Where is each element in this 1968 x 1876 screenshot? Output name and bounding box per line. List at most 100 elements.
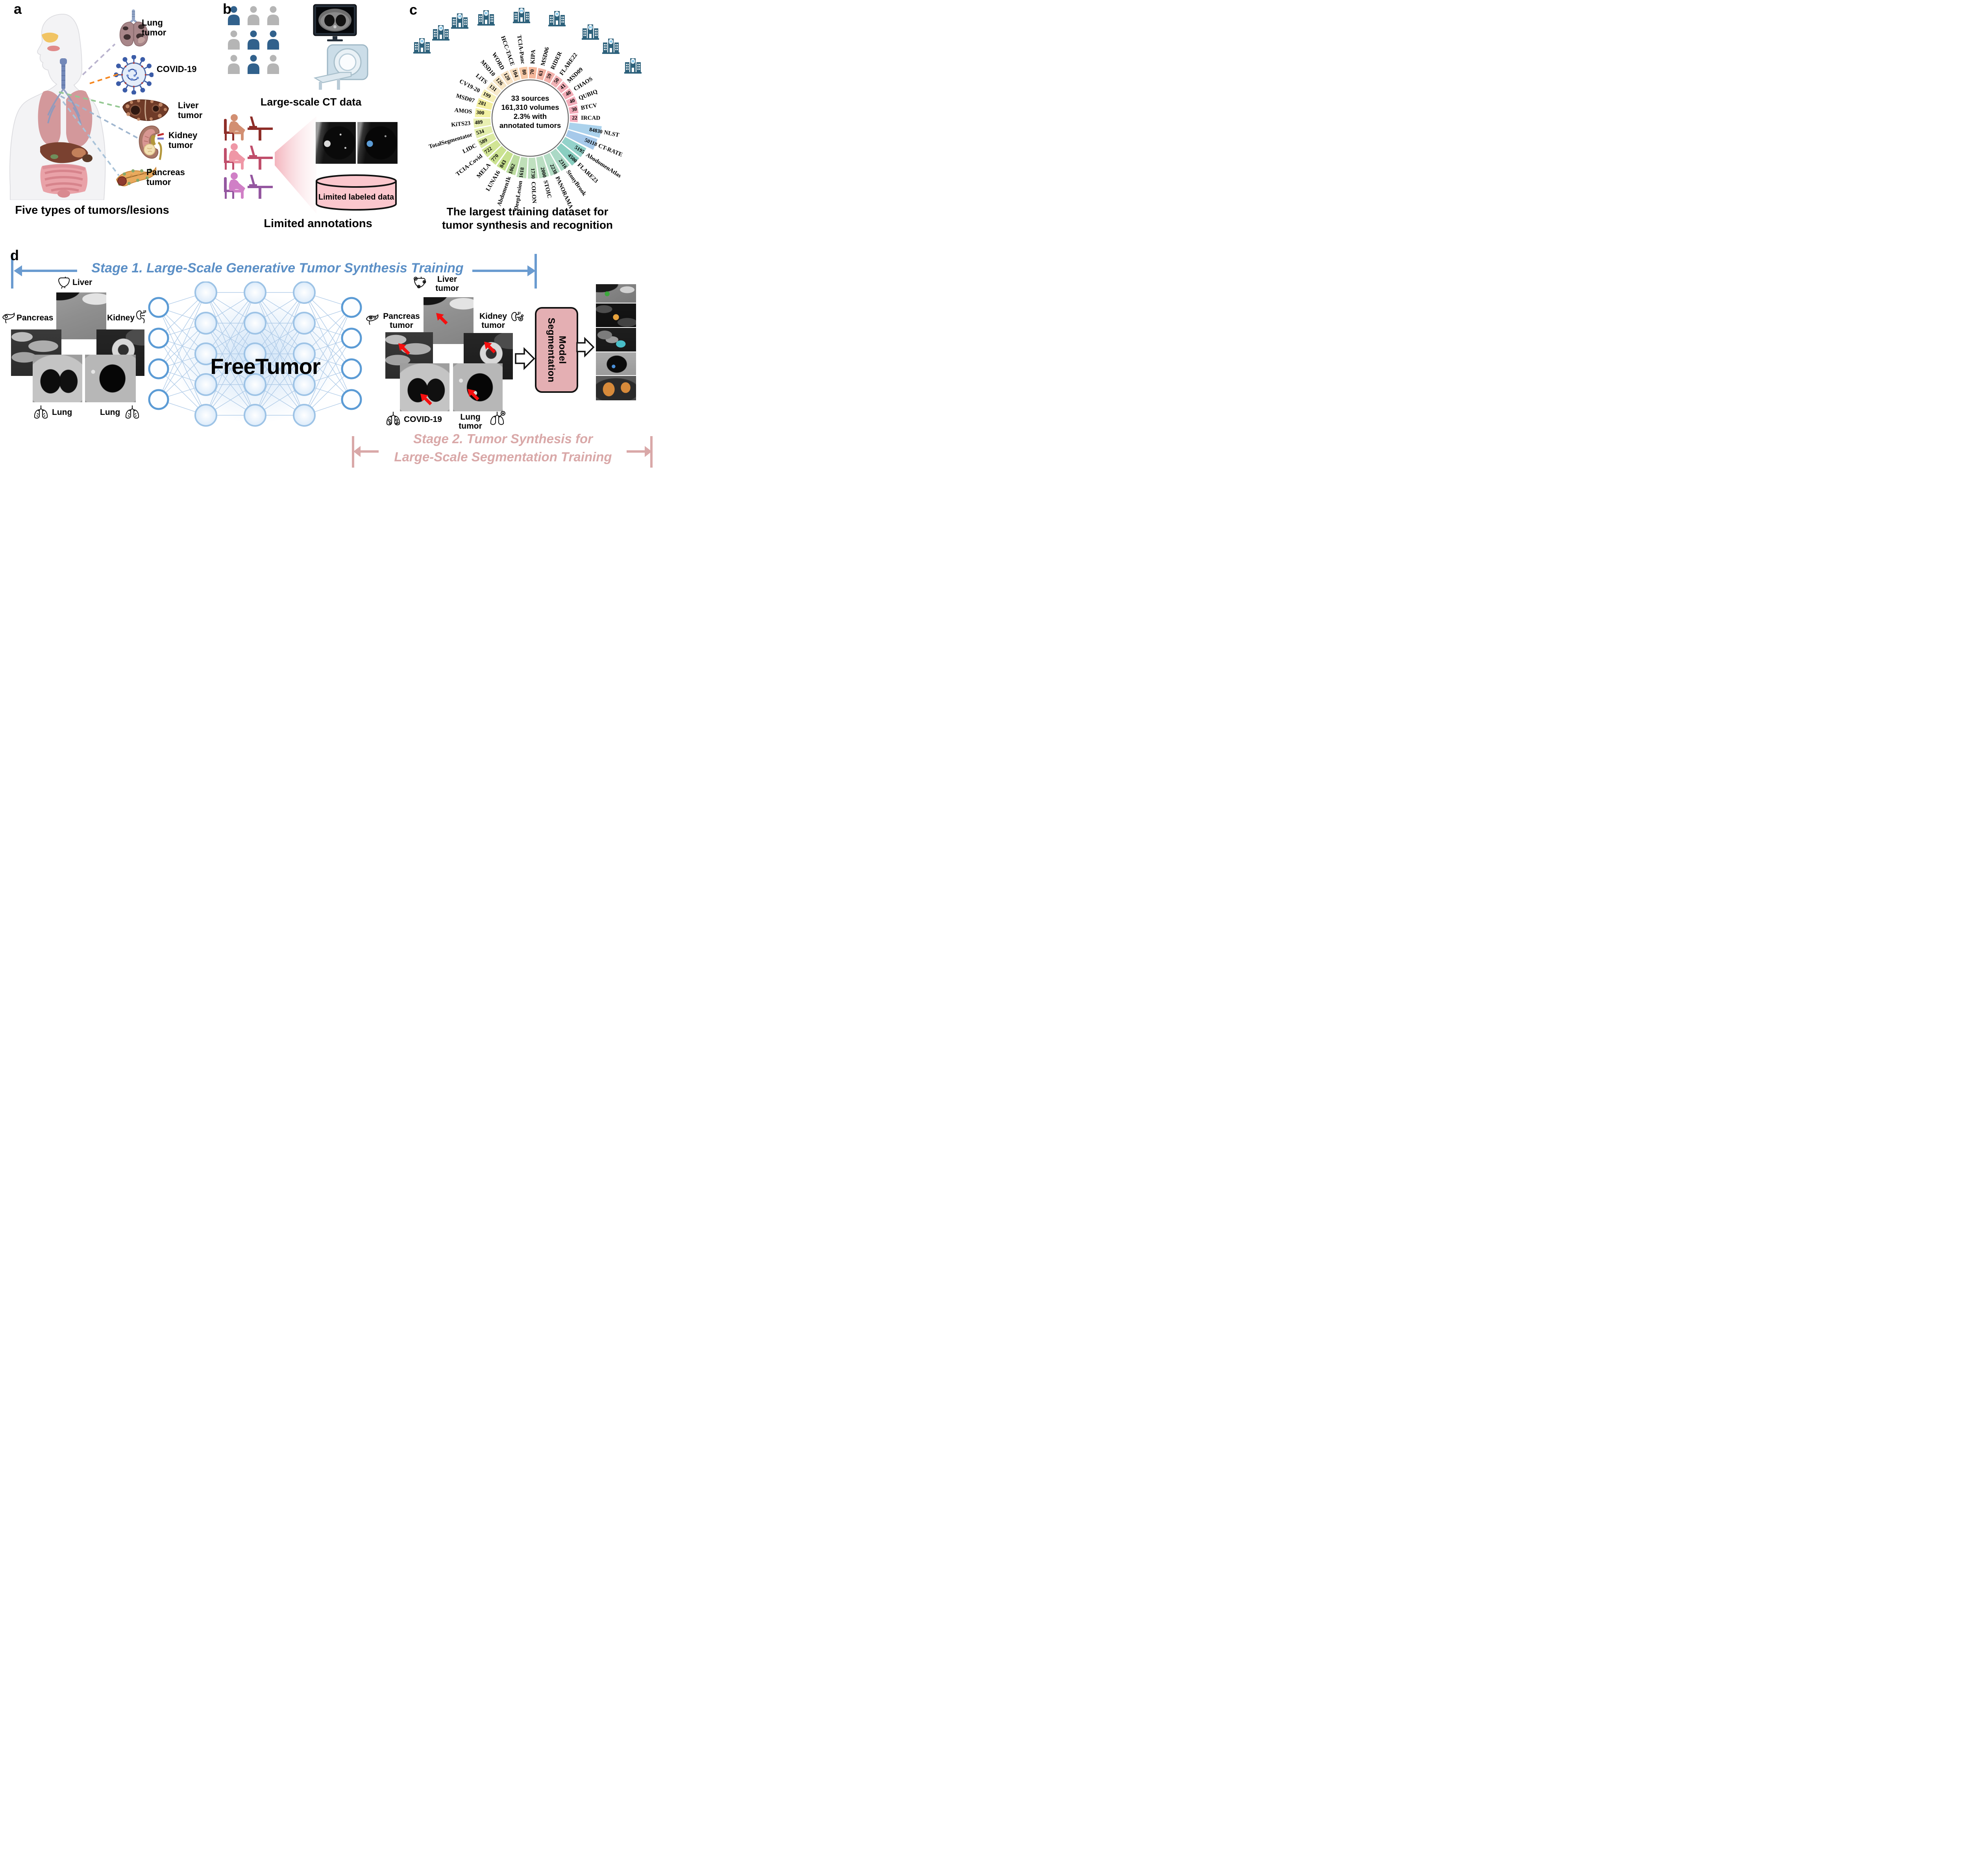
network-node (194, 281, 217, 304)
output-label: Kidney tumor (479, 312, 507, 330)
dataset-count: 1730 (530, 168, 536, 179)
ct-lung-patch-2 (85, 355, 136, 402)
seg-output-covid (596, 376, 636, 400)
liver-tumor-icon (412, 276, 427, 292)
kidney-tumor-figure (139, 125, 164, 160)
svg-text:H: H (420, 39, 423, 44)
dataset-count: 70 (529, 69, 535, 75)
dataset-wedge (480, 89, 497, 103)
dataset-wedge (496, 150, 513, 171)
ct-lung-patch-1 (33, 355, 82, 402)
dataset-label: COLON (530, 181, 537, 204)
dataset-wedge (543, 153, 560, 176)
dataset-wedge (544, 70, 555, 84)
hospital-building-icon: H (432, 24, 449, 43)
network-node (244, 342, 266, 365)
kidney-icon (135, 309, 148, 326)
dataset-label: MSD10 (479, 59, 496, 78)
dataset-wedge (474, 126, 493, 139)
panel-a-item-label: Kidney tumor (168, 130, 198, 150)
network-node (194, 404, 217, 427)
stage2-title-line2: Large-Scale Segmentation Training (394, 450, 612, 464)
annotator-at-desk-icon (222, 113, 277, 143)
network-node (244, 281, 266, 304)
network-node (194, 312, 217, 335)
person-icon (266, 54, 280, 76)
dataset-wedge (509, 67, 521, 82)
dataset-count: 104 (511, 68, 520, 78)
network-node (293, 373, 316, 396)
panel-b-title: Large-scale CT data (260, 96, 362, 108)
dataset-wedge (477, 133, 497, 148)
panel-c-tag: c (409, 2, 418, 18)
dataset-wedge (506, 154, 520, 176)
network-node (244, 404, 266, 427)
seg-model-line2: Model (557, 336, 568, 364)
dataset-label: MSD07 (455, 93, 475, 104)
hospital-building-icon: H (413, 37, 431, 56)
dataset-label: WORD (490, 52, 505, 71)
svg-text:H: H (589, 26, 592, 30)
dataset-label: LiTS (474, 73, 488, 86)
stage1-title: Stage 1. Large-Scale Generative Tumor Sy… (91, 261, 464, 276)
lung-tumor-icon (490, 410, 507, 428)
database-cylinder-icon (316, 174, 397, 211)
network-node (341, 389, 362, 410)
pancreas-icon (2, 311, 16, 326)
dataset-wedge (492, 75, 507, 90)
dataset-wedge (516, 157, 528, 178)
liver-tumor-figure (122, 99, 169, 121)
network-node (293, 342, 316, 365)
input-label: Lung (52, 408, 72, 417)
dataset-count: 80 (521, 69, 528, 75)
network-node (148, 297, 169, 318)
dataset-wedge (570, 114, 578, 122)
panel-a-item-label: Liver tumor (178, 100, 203, 120)
panel-a-tag: a (14, 1, 22, 17)
hospital-building-icon: H (513, 7, 530, 26)
svg-text:H: H (609, 40, 612, 44)
dataset-wedge (566, 130, 597, 150)
network-node (244, 373, 266, 396)
dataset-wedge (529, 67, 537, 79)
network-node (194, 342, 217, 365)
dataset-wedge (551, 75, 563, 88)
dataset-wedge (550, 148, 570, 171)
panel-d-tag: d (10, 247, 19, 263)
dataset-count: 63 (537, 70, 544, 77)
dataset-wedge (519, 67, 528, 80)
network-node (341, 327, 362, 349)
human-anatomy-illustration (9, 13, 106, 200)
dataset-wedge (486, 82, 501, 96)
seg-output-abdomen-2 (596, 328, 636, 352)
dataset-label: Abdomen1k (496, 176, 512, 207)
lungs-icon (124, 405, 140, 422)
dataset-count: 22 (572, 115, 577, 121)
dataset-count: 300 (476, 109, 485, 116)
patients-grid (227, 6, 290, 76)
dataset-label: RIDER (549, 51, 563, 71)
network-node (194, 373, 217, 396)
pancreas-tumor-icon (365, 312, 379, 328)
chart-center-text: 2.3% with (514, 112, 547, 120)
dataset-label: MELA (475, 162, 492, 179)
dataset-label: STOIC (542, 179, 552, 199)
lung-tumor-figure (119, 9, 148, 46)
output-label: COVID-19 (404, 415, 442, 424)
seg-model-line1: Segmentation (546, 317, 557, 383)
ct-patch-unlabeled (316, 122, 356, 164)
hospital-building-icon: H (451, 13, 468, 31)
dataset-wedge (488, 146, 507, 165)
dataset-wedge (562, 88, 574, 100)
person-icon (246, 54, 261, 76)
dataset-count: 489 (474, 119, 483, 126)
dataset-wedge (568, 122, 602, 138)
person-icon (227, 54, 241, 76)
annotator-at-desk-icon (222, 142, 277, 172)
dataset-count: 59 (545, 72, 553, 80)
svg-text:H: H (439, 26, 442, 31)
person-icon (227, 30, 241, 52)
ct-lung-tumor-patch (453, 363, 503, 411)
dataset-label: IRCAD (581, 115, 600, 121)
network-title: FreeTumor (210, 354, 320, 379)
